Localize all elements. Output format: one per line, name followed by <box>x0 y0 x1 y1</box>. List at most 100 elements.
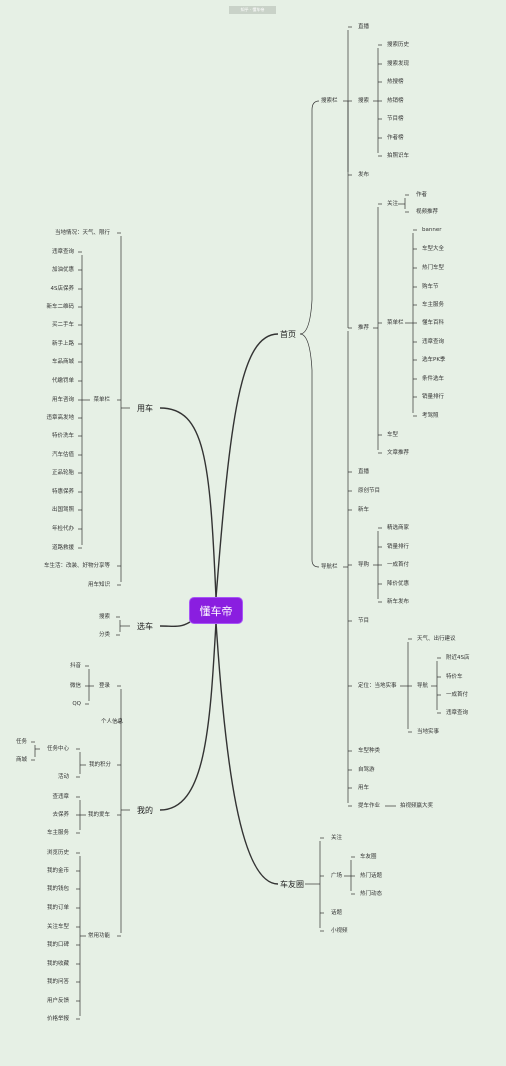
node-mall2[interactable]: 商城 <box>15 757 27 763</box>
node-my-favorites[interactable]: 我的收藏 <box>46 961 69 967</box>
node-local-news[interactable]: 当地实事 <box>417 729 440 735</box>
node-hot-models[interactable]: 热门车型 <box>422 265 445 271</box>
node-car-homework[interactable]: 提车作业 <box>358 803 381 809</box>
node-high-violation[interactable]: 违章高发地 <box>46 415 74 421</box>
node-author[interactable]: 作者 <box>416 192 428 198</box>
node-shopping-guide[interactable]: 导购 <box>358 562 370 568</box>
node-wechat[interactable]: 微信 <box>69 683 81 689</box>
node-sales-list[interactable]: 热销榜 <box>387 98 404 104</box>
node-one-price2[interactable]: 一成首付 <box>446 692 469 698</box>
node-banner[interactable]: banner <box>422 227 442 233</box>
node-annual-check[interactable]: 年检代办 <box>51 526 74 532</box>
node-video-contest[interactable]: 拍视频赢大奖 <box>400 803 434 809</box>
node-go-maintain[interactable]: 去保养 <box>52 812 69 818</box>
node-car-life[interactable]: 车生活：改装、好物分享等 <box>43 563 110 569</box>
node-search2[interactable]: 搜索 <box>98 614 110 620</box>
node-buy-festival[interactable]: 购车节 <box>422 284 439 290</box>
node-pk[interactable]: 选车PK季 <box>422 357 446 363</box>
node-new-car[interactable]: 新车 <box>358 507 370 513</box>
node-oil-discount[interactable]: 加油优惠 <box>51 267 74 273</box>
node-maintain-4s[interactable]: 4S店保养 <box>50 286 75 292</box>
node-sales-rank2[interactable]: 销量排行 <box>387 544 410 550</box>
node-car-type[interactable]: 车型 <box>387 432 399 438</box>
node-author-list[interactable]: 作者榜 <box>387 135 404 141</box>
node-search[interactable]: 搜索 <box>358 98 370 104</box>
node-program[interactable]: 节目 <box>358 618 370 624</box>
node-menu-bar[interactable]: 菜单栏 <box>387 320 404 326</box>
node-owner-service2[interactable]: 车主服务 <box>46 830 69 836</box>
node-mine[interactable]: 我的 <box>137 805 153 815</box>
node-hot-news[interactable]: 热门动态 <box>360 891 383 897</box>
node-use-car[interactable]: 用车 <box>137 403 153 413</box>
node-plaza[interactable]: 广场 <box>331 873 343 879</box>
node-location[interactable]: 定位：当地实事 <box>358 683 397 689</box>
node-new-release[interactable]: 新车发布 <box>387 599 410 605</box>
node-one-price[interactable]: 一成首付 <box>387 562 410 568</box>
node-profile[interactable]: 个人信息 <box>100 719 123 725</box>
node-douyin[interactable]: 抖音 <box>69 663 81 669</box>
root-node[interactable]: 懂车帝 <box>190 598 242 623</box>
node-qq[interactable]: QQ <box>72 701 81 707</box>
node-newbie[interactable]: 新手上路 <box>51 341 74 347</box>
node-maintenance[interactable]: 特惠保养 <box>51 489 74 495</box>
node-mall[interactable]: 车品商城 <box>51 359 74 365</box>
node-buy-used[interactable]: 买二手车 <box>51 322 74 328</box>
node-special-car[interactable]: 特价车 <box>446 674 463 680</box>
node-home[interactable]: 首页 <box>280 329 296 339</box>
node-topic[interactable]: 话题 <box>331 910 343 916</box>
node-nav-bar[interactable]: 导航栏 <box>321 564 338 570</box>
node-car-seeking[interactable]: 车型种类 <box>358 748 381 754</box>
node-car-consult[interactable]: 用车咨询 <box>51 397 74 403</box>
node-car-info[interactable]: 汽车估值 <box>51 452 74 458</box>
node-login[interactable]: 登录 <box>98 683 110 689</box>
node-my-orders[interactable]: 我的订单 <box>46 905 69 911</box>
node-video-rec[interactable]: 视频推荐 <box>416 209 439 215</box>
node-my-points[interactable]: 我的积分 <box>88 762 111 768</box>
node-price-cut[interactable]: 降价优惠 <box>387 581 410 587</box>
node-common-func[interactable]: 常用功能 <box>87 933 110 939</box>
node-guide[interactable]: 导航 <box>417 683 429 689</box>
node-hot-list[interactable]: 热搜榜 <box>387 79 404 85</box>
node-original-program[interactable]: 原创节目 <box>358 488 381 494</box>
node-rescue[interactable]: 道路救援 <box>51 545 74 551</box>
node-use-car2[interactable]: 用车 <box>358 785 370 791</box>
node-owner-service[interactable]: 车主服务 <box>422 302 445 308</box>
node-car-knowledge[interactable]: 用车知识 <box>87 582 110 588</box>
node-menu-bar2[interactable]: 菜单栏 <box>93 397 110 403</box>
node-violation2[interactable]: 违章查询 <box>446 710 469 716</box>
node-task[interactable]: 任务 <box>15 739 27 745</box>
node-circle[interactable]: 车友圈 <box>360 854 377 860</box>
node-my-reputation[interactable]: 我的口碑 <box>46 942 69 948</box>
node-local-info[interactable]: 当地情况：天气、限行 <box>54 230 110 236</box>
node-sales-rank[interactable]: 销量排行 <box>422 394 445 400</box>
node-task-center[interactable]: 任务中心 <box>46 746 69 752</box>
node-follow[interactable]: 关注 <box>387 201 399 207</box>
node-violation-query[interactable]: 违章查询 <box>422 339 445 345</box>
node-feedback[interactable]: 用户反馈 <box>46 998 69 1004</box>
node-license-test[interactable]: 考驾照 <box>422 413 439 419</box>
node-hot-topic[interactable]: 热门话题 <box>360 873 383 879</box>
node-agent-fine[interactable]: 代缴罚单 <box>51 378 74 384</box>
node-follow2[interactable]: 关注 <box>331 835 343 841</box>
node-search-bar[interactable]: 搜索栏 <box>321 98 338 104</box>
node-encyclopedia[interactable]: 懂车百科 <box>422 320 445 326</box>
node-special-wash[interactable]: 特价洗车 <box>51 433 74 439</box>
node-add-car[interactable]: 查违章 <box>52 794 69 800</box>
node-my-car[interactable]: 我的爱车 <box>87 812 110 818</box>
node-select-car[interactable]: 选车 <box>137 621 153 631</box>
node-nearby-4s[interactable]: 附近4S店 <box>446 655 470 661</box>
node-condition-select[interactable]: 条件选车 <box>422 376 445 382</box>
node-my-coins[interactable]: 我的金币 <box>46 868 69 874</box>
node-car-circle[interactable]: 车友圈 <box>280 879 304 889</box>
node-publish[interactable]: 发布 <box>358 172 370 178</box>
node-category[interactable]: 分类 <box>98 632 110 638</box>
node-live[interactable]: 直播 <box>358 24 370 30</box>
node-tire[interactable]: 正品轮胎 <box>51 470 74 476</box>
node-used-qr[interactable]: 新车二维码 <box>46 304 74 310</box>
node-self-drive[interactable]: 自驾游 <box>358 767 375 773</box>
node-article-rec[interactable]: 文章推荐 <box>387 450 410 456</box>
node-violation[interactable]: 违章查询 <box>51 249 74 255</box>
node-photo-car[interactable]: 拍照识车 <box>387 153 410 159</box>
node-follow-car[interactable]: 关注车型 <box>46 924 69 930</box>
node-price-report[interactable]: 价格举报 <box>46 1016 69 1022</box>
